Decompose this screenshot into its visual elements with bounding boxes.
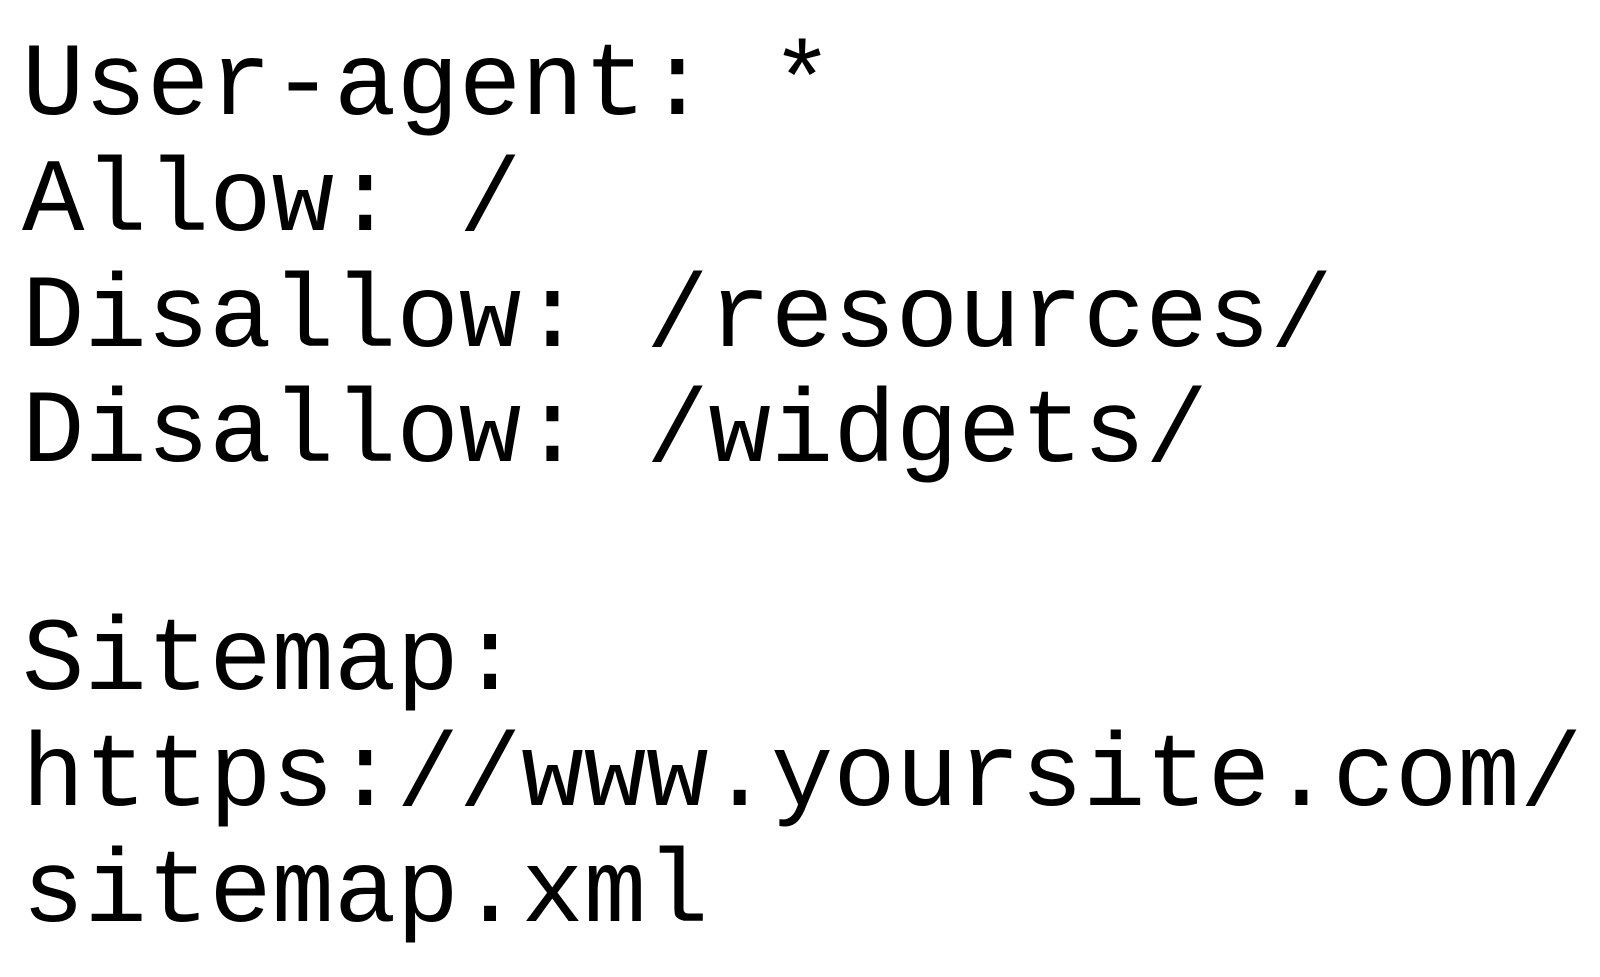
robots-line-sitemap-url-part1: https://www.yoursite.com/ [22,719,1583,837]
robots-line-user-agent: User-agent: * [22,28,834,146]
robots-line-disallow-widgets: Disallow: /widgets/ [22,375,1208,493]
robots-line-allow: Allow: / [22,144,522,262]
robots-txt-content: User-agent: * Allow: / Disallow: /resour… [0,13,1600,977]
robots-line-sitemap-url-part2: sitemap.xml [22,835,709,953]
robots-line-disallow-resources: Disallow: /resources/ [22,260,1333,378]
robots-line-sitemap-label: Sitemap: [22,603,522,721]
